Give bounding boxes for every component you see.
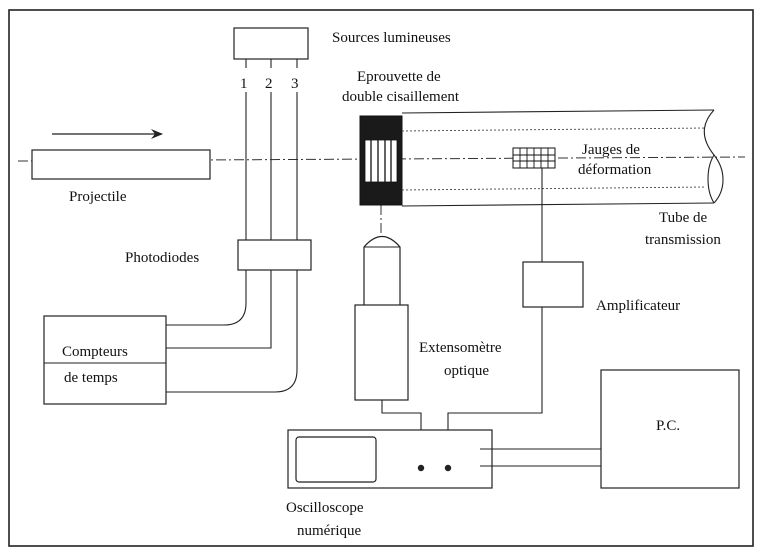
tube-inner-bottom [401, 186, 707, 191]
gauges-label-2: déformation [578, 162, 652, 178]
oscilloscope-label-2: numérique [297, 523, 361, 539]
diagram-frame [8, 9, 754, 547]
oscilloscope-screen [295, 436, 377, 483]
tube-end-cut-inner [707, 154, 715, 204]
projectile-bar [31, 149, 211, 180]
source-2-label: 2 [265, 76, 273, 92]
photodiodes-label: Photodiodes [125, 250, 199, 266]
pc-label: P.C. [656, 418, 680, 434]
light-sources-label: Sources lumineuses [332, 30, 451, 46]
source-3-label: 3 [291, 76, 299, 92]
time-counters-label-1: Compteurs [62, 344, 128, 360]
gauges-label-1: Jauges de [582, 142, 640, 158]
photodiode-wire-3 [166, 270, 298, 393]
time-counters-box [43, 315, 167, 405]
tube-inner-top [401, 127, 707, 132]
optical-extensometer-body [354, 304, 409, 401]
specimen-label-2: double cisaillement [342, 89, 460, 105]
source-1-label: 1 [240, 76, 248, 92]
pc-box [600, 369, 740, 489]
tube-bottom-edge [401, 202, 715, 207]
extensometer-label-2: optique [444, 363, 489, 379]
amplifier-box [522, 261, 584, 308]
specimen-window [364, 139, 398, 183]
tube-top-edge [401, 109, 715, 114]
light-sources-box [233, 27, 309, 60]
amplifier-label: Amplificateur [596, 298, 680, 314]
oscilloscope-input-2 [444, 464, 452, 472]
time-counters-label-2: de temps [64, 370, 118, 386]
photodiode-wire-2 [166, 270, 272, 349]
photodiode-wire-1 [166, 270, 247, 326]
tube-label-1: Tube de [659, 210, 708, 226]
extensometer-label-1: Extensomètre [419, 340, 502, 356]
strain-gauge-icon [512, 147, 556, 169]
oscilloscope-label-1: Oscilloscope [286, 500, 364, 516]
specimen-label-1: Eprouvette de [357, 69, 441, 85]
tube-label-2: transmission [645, 232, 721, 248]
projectile-label: Projectile [69, 189, 127, 205]
oscilloscope-input-1 [417, 464, 425, 472]
photodiodes-box [237, 239, 312, 271]
